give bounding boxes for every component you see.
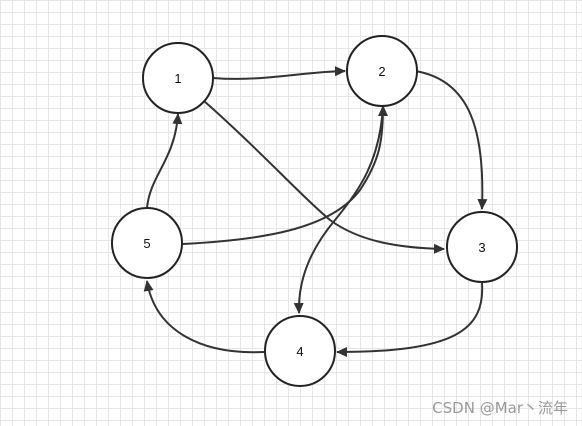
node-1: 1: [142, 42, 214, 114]
node-3-label: 3: [478, 240, 485, 255]
node-1-label: 1: [174, 71, 181, 86]
edge-2-to-4: [293, 105, 384, 314]
node-3: 3: [446, 211, 518, 283]
edge-1-to-2: [212, 66, 346, 80]
edge-5-to-1: [146, 113, 183, 209]
watermark-text: CSDN @Mar丶流年: [432, 399, 568, 417]
node-2-label: 2: [378, 64, 385, 79]
node-4: 4: [264, 315, 336, 387]
edge-3-to-4: [336, 282, 484, 357]
node-2: 2: [346, 35, 418, 107]
edge-2-to-3: [414, 70, 488, 210]
edge-4-to-5: [143, 280, 265, 354]
edge-5-to-2: [181, 105, 388, 245]
node-4-label: 4: [296, 344, 303, 359]
edge-1-to-3: [203, 100, 445, 254]
node-5-label: 5: [143, 236, 150, 251]
node-5: 5: [111, 207, 183, 279]
